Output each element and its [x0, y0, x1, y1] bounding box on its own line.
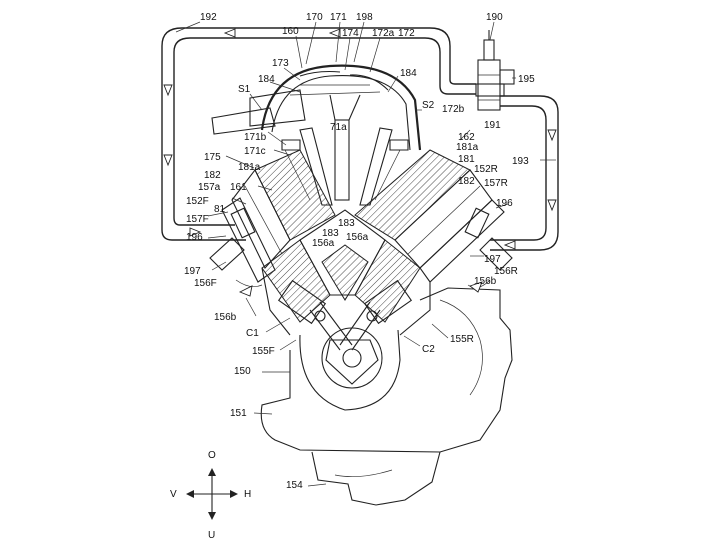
label-81: 81: [214, 204, 226, 215]
label-196-right: 196: [496, 198, 513, 209]
label-193: 193: [512, 156, 529, 167]
label-150: 150: [234, 366, 251, 377]
label-156b-left: 156b: [214, 312, 237, 323]
flow-arrow-top-1: [223, 28, 236, 38]
return-pipe-loop: [161, 27, 559, 251]
label-183-b: 183: [322, 228, 339, 239]
label-197-right: 197: [484, 254, 501, 265]
compass-up-label: O: [208, 450, 216, 461]
label-191: 191: [484, 120, 501, 131]
label-s2: S2: [422, 100, 435, 111]
direction-compass: O U V H: [170, 450, 251, 541]
compass-right-label: H: [244, 489, 251, 500]
label-c1: C1: [246, 328, 259, 339]
label-197-left: 197: [184, 266, 201, 277]
engine-block: [261, 209, 431, 351]
label-156b-right: 156b: [474, 276, 497, 287]
label-171b: 171b: [244, 132, 267, 143]
label-182-left: 182: [204, 170, 221, 181]
label-174: 174: [342, 28, 359, 39]
flow-arrow-left-2: [163, 154, 173, 167]
label-s1: S1: [238, 84, 251, 95]
flow-arrow-top-2: [328, 28, 341, 38]
label-190: 190: [486, 12, 503, 23]
label-172b: 172b: [442, 104, 465, 115]
label-160: 160: [282, 26, 299, 37]
label-71a: 71a: [330, 122, 347, 133]
label-172: 172: [398, 28, 415, 39]
control-valve-190: [475, 30, 515, 111]
reference-labels: 192 170 171 198 190 160 174 172a 172 173…: [184, 12, 535, 491]
label-155r: 155R: [450, 334, 474, 345]
label-162: 162: [458, 132, 475, 143]
label-154: 154: [286, 480, 303, 491]
intake-surge-tank: [211, 64, 422, 151]
label-170: 170: [306, 12, 323, 23]
flow-arrow-bottom: [503, 240, 516, 250]
label-171: 171: [330, 12, 347, 23]
crankcase: [260, 287, 513, 506]
label-161: 161: [230, 182, 247, 193]
label-156r: 156R: [494, 266, 518, 277]
label-157r: 157R: [484, 178, 508, 189]
label-173: 173: [272, 58, 289, 69]
flow-arrow-right-1: [547, 129, 557, 142]
flow-arrow-right-2: [547, 199, 557, 212]
leader-lines: [175, 21, 556, 487]
label-152r: 152R: [474, 164, 498, 175]
label-195: 195: [518, 74, 535, 85]
label-157f: 157F: [186, 214, 209, 225]
flow-arrow-bottom-left: [189, 227, 202, 237]
label-172a: 172a: [372, 28, 395, 39]
label-184-left: 184: [258, 74, 275, 85]
label-198: 198: [356, 12, 373, 23]
label-192: 192: [200, 12, 217, 23]
label-181: 181: [458, 154, 475, 165]
label-184-right: 184: [400, 68, 417, 79]
label-175: 175: [204, 152, 221, 163]
label-155f: 155F: [252, 346, 275, 357]
label-151: 151: [230, 408, 247, 419]
label-181a-right: 181a: [456, 142, 479, 153]
label-182-right: 182: [458, 176, 475, 187]
label-156a-right: 156a: [346, 232, 369, 243]
compass-down-label: U: [208, 530, 215, 541]
compass-left-label: V: [170, 489, 177, 500]
label-196-left: 196: [186, 232, 203, 243]
label-c2: C2: [422, 344, 435, 355]
label-157a: 157a: [198, 182, 221, 193]
side-components: [209, 237, 513, 297]
label-156a-left: 156a: [312, 238, 335, 249]
label-152f: 152F: [186, 196, 209, 207]
label-156f: 156F: [194, 278, 217, 289]
label-171c: 171c: [244, 146, 266, 157]
flow-arrow-left-1: [163, 84, 173, 97]
label-181a-left: 181a: [238, 162, 261, 173]
label-183-a: 183: [338, 218, 355, 229]
